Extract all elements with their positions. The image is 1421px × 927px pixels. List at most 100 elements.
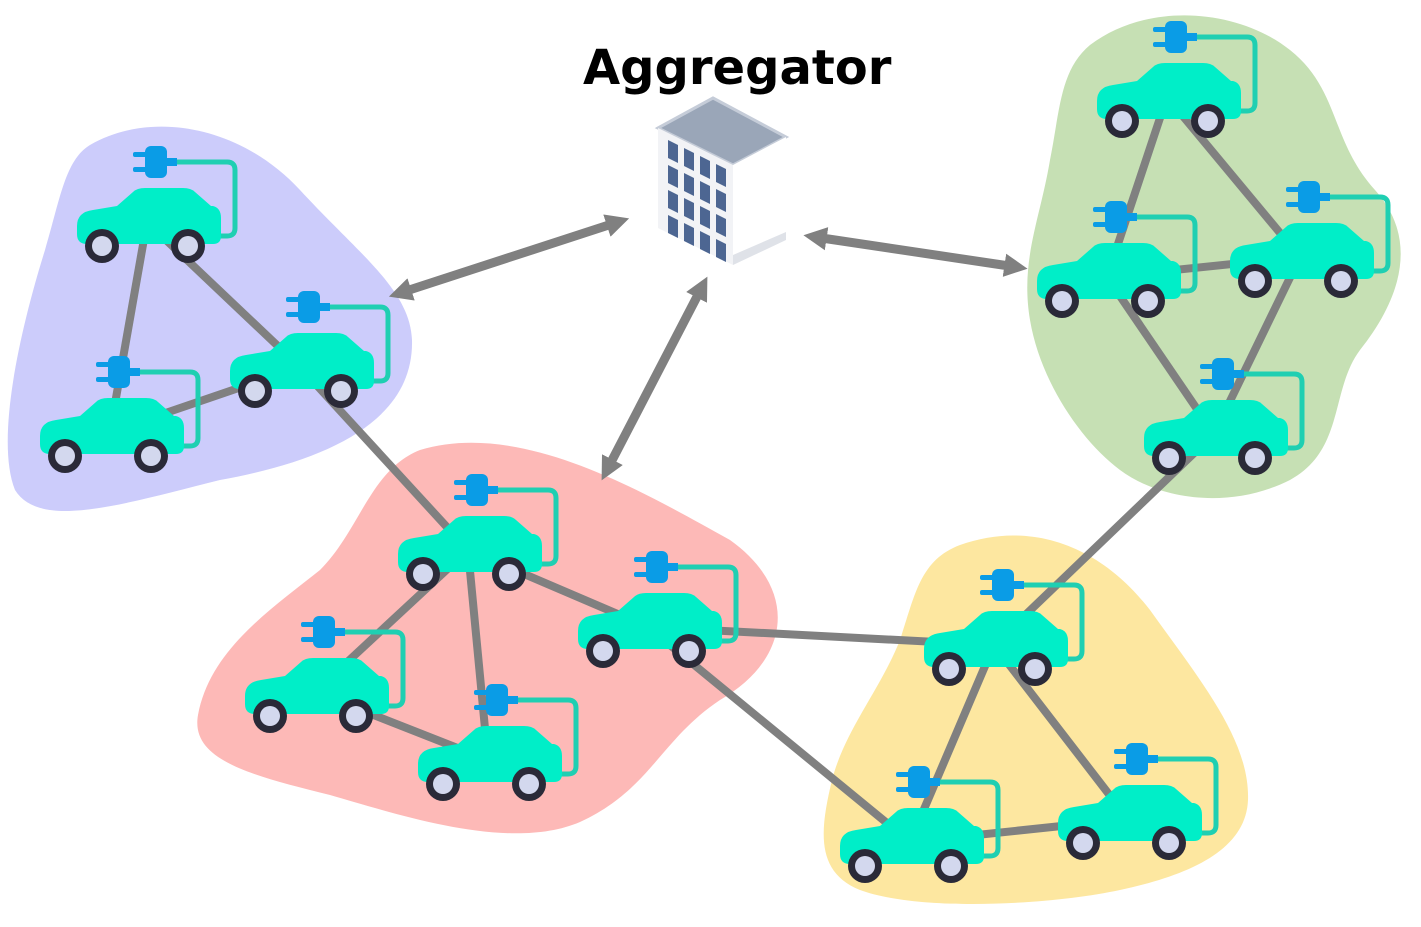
building-window (668, 140, 678, 163)
building-window (700, 181, 710, 204)
wheel (1238, 441, 1272, 475)
ev-charging-car-icon (77, 146, 238, 263)
building-window (684, 223, 694, 246)
ev-charging-car-icon (1144, 358, 1305, 475)
charging-cable (938, 779, 1001, 859)
plug-icon (133, 146, 177, 178)
ev-charging-car-icon (840, 766, 1001, 883)
wheel (1191, 104, 1225, 138)
ev-charging-car-icon (245, 616, 406, 733)
wheel (1324, 264, 1358, 298)
wheel (932, 652, 966, 686)
ev-charging-car-icon (1097, 21, 1258, 138)
wheel (171, 229, 205, 263)
building-window (716, 239, 726, 262)
charging-cable (138, 369, 201, 449)
wheel (586, 634, 620, 668)
building-window (684, 173, 694, 196)
ev-charging-car-icon (1058, 743, 1219, 860)
building-window (668, 165, 678, 188)
building-window (716, 164, 726, 187)
peer-link (106, 221, 151, 433)
ev-charging-car-icon (924, 569, 1085, 686)
wheel (253, 699, 287, 733)
plug-icon (1093, 201, 1137, 233)
plug-icon (474, 684, 518, 716)
arrow-purple-aggregator (388, 214, 630, 301)
wheel (85, 229, 119, 263)
cluster-red (197, 442, 778, 834)
plug-icon (896, 766, 940, 798)
wheel (339, 699, 373, 733)
wheel (426, 767, 460, 801)
plug-icon (980, 569, 1024, 601)
building-window (716, 189, 726, 212)
wheel (1131, 284, 1165, 318)
arrow-red-aggregator (601, 276, 708, 481)
wheel (324, 374, 358, 408)
wheel (1045, 284, 1079, 318)
charging-cable (1195, 34, 1258, 114)
plug-icon (634, 551, 678, 583)
plug-icon (454, 474, 498, 506)
wheel (672, 634, 706, 668)
wheel (1018, 652, 1052, 686)
charging-cable (676, 564, 739, 644)
wheel (848, 849, 882, 883)
plug-icon (301, 616, 345, 648)
building-icon (654, 96, 790, 265)
building-window (700, 206, 710, 229)
charging-cable (328, 304, 391, 384)
wheel (1152, 826, 1186, 860)
ev-charging-car-icon (398, 474, 559, 591)
wheel (238, 374, 272, 408)
wheel (1066, 826, 1100, 860)
wheel (1238, 264, 1272, 298)
plug-icon (1114, 743, 1158, 775)
plug-icon (96, 356, 140, 388)
plug-icon (1200, 358, 1244, 390)
building-window (700, 231, 710, 254)
wheel (406, 557, 440, 591)
charging-cable (1022, 582, 1085, 662)
ev-charging-car-icon (1037, 201, 1198, 318)
charging-cable (1156, 756, 1219, 836)
ev-charging-car-icon (1230, 181, 1391, 298)
peer-link (464, 549, 492, 761)
ev-charging-car-icon (40, 356, 201, 473)
plug-icon (286, 291, 330, 323)
aggregator-title: Aggregator (583, 40, 892, 96)
charging-cable (1328, 194, 1391, 274)
wheel (1105, 104, 1139, 138)
charging-cable (1242, 371, 1305, 451)
charging-cable (343, 629, 406, 709)
cars (40, 21, 1391, 883)
plug-icon (1286, 181, 1330, 213)
building-window (700, 156, 710, 179)
peer-link (990, 642, 1132, 822)
ev-charging-car-icon (230, 291, 391, 408)
building-window (684, 198, 694, 221)
building-side (733, 137, 786, 265)
building-window (684, 148, 694, 171)
ev-charging-car-icon (578, 551, 739, 668)
building-window (668, 190, 678, 213)
building-window (668, 215, 678, 238)
arrow-aggregator-green (803, 227, 1028, 277)
wheel (492, 557, 526, 591)
ev-charging-car-icon (418, 684, 579, 801)
wheel (134, 439, 168, 473)
wheel (934, 849, 968, 883)
charging-cable (516, 697, 579, 777)
plug-icon (1153, 21, 1197, 53)
building-window (716, 214, 726, 237)
charging-cable (175, 159, 238, 239)
building-base-shadow (733, 232, 786, 265)
wheel (1152, 441, 1186, 475)
wheel (512, 767, 546, 801)
charging-cable (1135, 214, 1198, 294)
wheel (48, 439, 82, 473)
aggregator-links (388, 214, 1028, 481)
